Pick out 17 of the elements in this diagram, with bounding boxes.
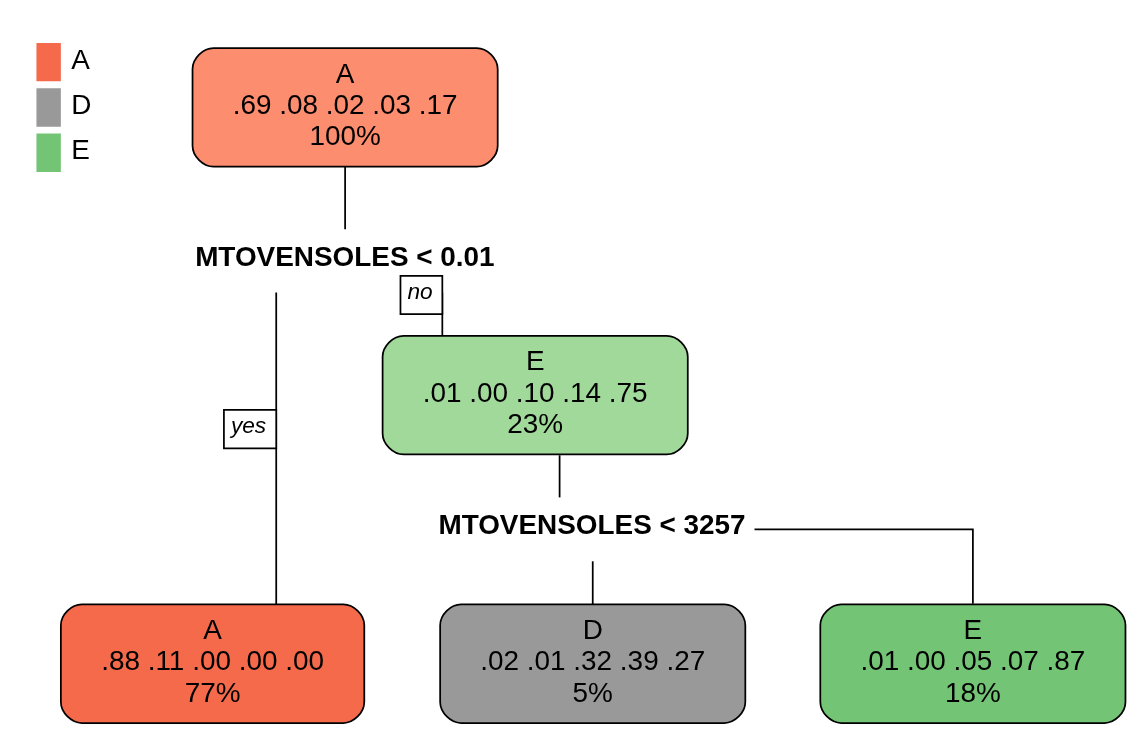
node-box: E .01 .00 .10 .14 .75 23%: [381, 334, 689, 455]
legend-label: A: [71, 43, 90, 75]
edge-label: yes: [230, 411, 267, 438]
node-text: MTOVENSOLES < 3257: [438, 508, 746, 540]
connector: [753, 528, 974, 605]
node-text: MTOVENSOLES < 0.01: [195, 240, 495, 272]
connector: [344, 165, 346, 230]
connector: [558, 453, 561, 498]
node-box: D .02 .01 .32 .39 .27 5%: [439, 603, 747, 724]
node-box: A .88 .11 .00 .00 .00 77%: [60, 603, 366, 724]
node-box: A .69 .08 .02 .03 .17 100%: [191, 46, 499, 168]
node-box: E .01 .00 .05 .07 .87 18%: [819, 603, 1127, 724]
connector: [591, 559, 594, 605]
connector: [275, 291, 278, 605]
legend-label: E: [71, 133, 90, 165]
legend-label: D: [71, 88, 92, 120]
edge-label: no: [407, 277, 433, 304]
